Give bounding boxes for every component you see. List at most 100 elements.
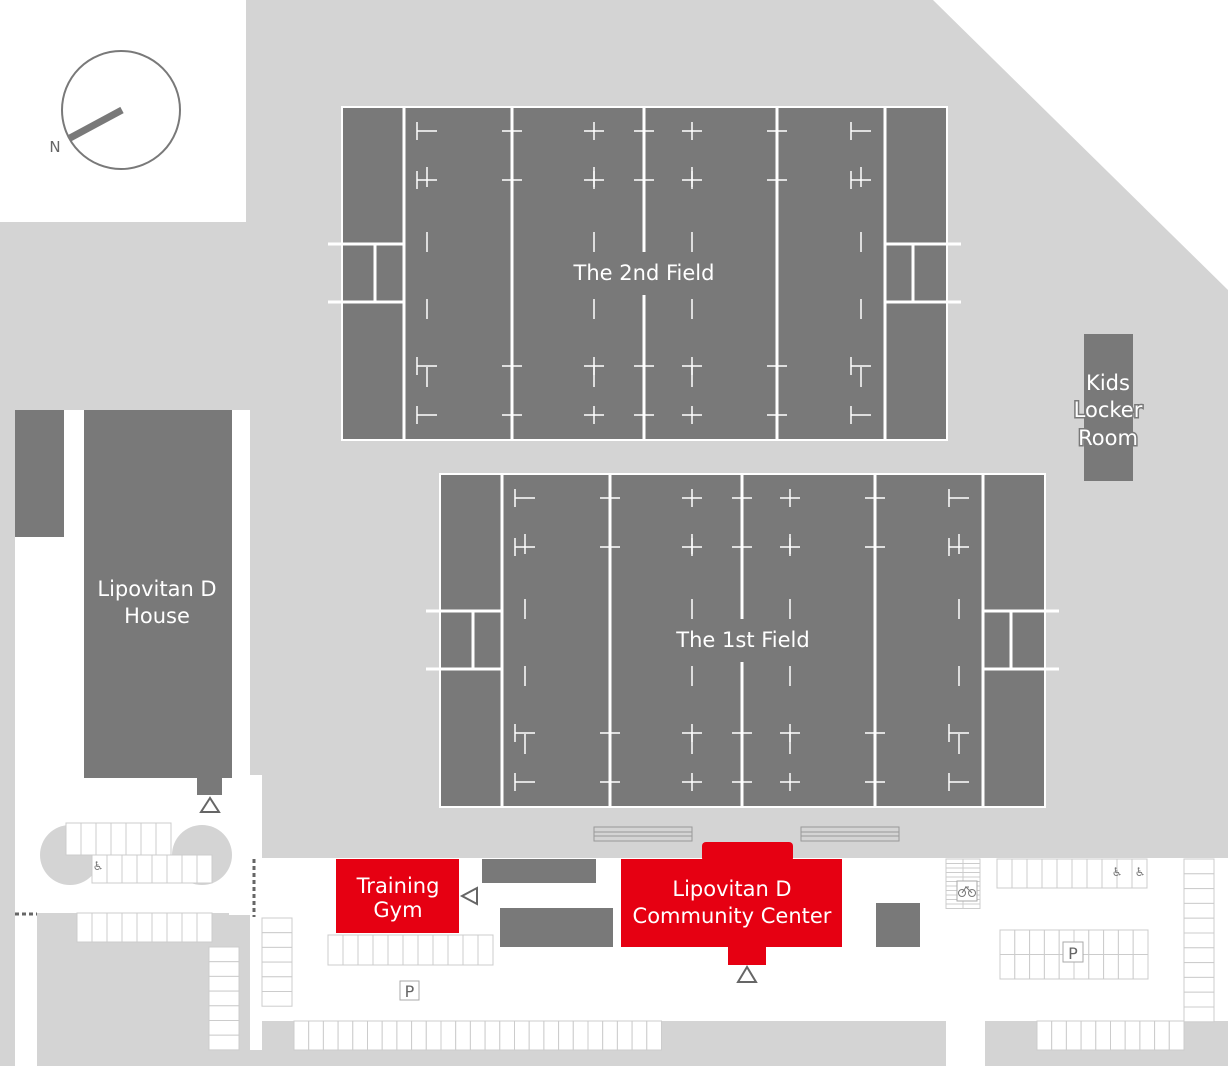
- parking-stall: [151, 912, 168, 943]
- parking-stall: [962, 872, 981, 878]
- house-label-1: Lipovitan D: [97, 577, 216, 601]
- building-annex: [15, 410, 64, 537]
- compass-needle: [68, 106, 124, 142]
- house-label-2: House: [124, 604, 190, 628]
- parking-stall: [1088, 954, 1105, 980]
- entrance-icon: [459, 886, 478, 906]
- field-1st[interactable]: [426, 473, 1059, 808]
- parking-stall: [1095, 1020, 1112, 1051]
- wheelchair-icon: ♿: [93, 859, 104, 873]
- parking-stall: [308, 1020, 324, 1051]
- parking-stall: [357, 934, 374, 966]
- parking-stall: [261, 961, 293, 978]
- parking-stall: [945, 903, 964, 909]
- community-center[interactable]: Lipovitan D Community Center: [621, 842, 842, 965]
- parking-stall: [402, 934, 419, 966]
- parking-stall: [616, 1020, 633, 1051]
- parking-stall: [106, 854, 123, 884]
- parking-sign: P: [399, 980, 420, 1001]
- training-gym-label-2: Gym: [373, 898, 422, 922]
- parking-stall: [166, 912, 183, 943]
- parking-stall: [1131, 858, 1148, 889]
- parking-stall: [261, 946, 293, 963]
- parking-stall: [962, 903, 981, 909]
- kids-locker-room[interactable]: Kids Locker Room: [1072, 334, 1144, 481]
- parking-stall: [999, 929, 1016, 955]
- parking-stall: [1080, 1020, 1097, 1051]
- parking-stall: [447, 934, 464, 966]
- parking-stall: [1056, 858, 1073, 889]
- parking-stall: [1088, 929, 1105, 955]
- parking-stall: [125, 822, 142, 856]
- parking-stall: [1132, 954, 1149, 980]
- parking-stall: [166, 854, 183, 884]
- parking-stall: [558, 1020, 574, 1051]
- parking-stall: [1183, 873, 1215, 890]
- parking-stall: [342, 934, 359, 966]
- parking-stall: [1065, 1020, 1082, 1051]
- parking-stall: [261, 917, 293, 934]
- parking-stall: [327, 934, 344, 966]
- parking-stall: [136, 854, 153, 884]
- parking-stall: [631, 1020, 648, 1051]
- parking-stall: [155, 822, 172, 856]
- parking-stall: [1124, 1020, 1141, 1051]
- lipovitan-d-house[interactable]: Lipovitan D House: [84, 410, 232, 795]
- field-2nd[interactable]: [328, 106, 961, 441]
- parking-stall: [1154, 1020, 1170, 1051]
- parking-stall: [417, 934, 434, 966]
- parking-stall: [1071, 858, 1088, 889]
- parking-stall: [484, 1020, 501, 1051]
- parking-sign: P: [1062, 941, 1084, 963]
- parking-stall: [1014, 929, 1031, 955]
- parking-stall: [425, 1020, 442, 1051]
- parking-stall: [110, 822, 127, 856]
- parking-stall: [1036, 1020, 1053, 1051]
- field-1st-label: The 1st Field: [675, 628, 809, 652]
- parking-stall: [1183, 1006, 1215, 1023]
- parking-stall: [1026, 858, 1043, 889]
- parking-stall: [455, 1020, 471, 1051]
- parking-stall: [996, 858, 1013, 889]
- parking-sign-label: P: [1068, 944, 1078, 963]
- parking-stall: [140, 822, 157, 856]
- stands: [593, 826, 900, 842]
- parking-stall: [999, 954, 1016, 980]
- parking-stall: [121, 912, 138, 943]
- parking-stall: [1043, 929, 1060, 955]
- parking-stall: [1103, 954, 1119, 980]
- building-small: [500, 908, 613, 947]
- parking-stall: [587, 1020, 604, 1051]
- parking-stall: [208, 961, 240, 977]
- parking-stall: [469, 1020, 486, 1051]
- parking-stall: [1041, 858, 1058, 889]
- parking-stall: [962, 858, 981, 864]
- parking-stall: [1168, 1020, 1185, 1051]
- parking-stall: [181, 912, 198, 943]
- parking-stall: [293, 1020, 310, 1051]
- parking-stall: [462, 934, 479, 966]
- kids-locker-room-label-3: Room: [1078, 426, 1138, 450]
- training-gym[interactable]: Training Gym: [336, 859, 459, 933]
- kids-locker-room-label-1: Kids: [1086, 371, 1130, 395]
- parking-stall: [1117, 954, 1134, 980]
- parking-stall: [121, 854, 138, 884]
- parking-stall: [1183, 888, 1215, 904]
- parking-stall: [1086, 858, 1103, 889]
- parking-stall: [1183, 947, 1215, 964]
- parking-stall: [372, 934, 389, 966]
- parking-stall: [91, 912, 108, 943]
- parking-stall: [572, 1020, 589, 1051]
- parking-stall: [432, 934, 449, 966]
- parking-stall: [208, 1020, 240, 1036]
- parking-stall: [387, 934, 404, 966]
- parking-stall: [1183, 858, 1215, 875]
- parking-stall: [945, 863, 964, 869]
- parking-sign-label: P: [405, 982, 415, 1001]
- parking-stall: [411, 1020, 427, 1051]
- wheelchair-icon: ♿: [1135, 865, 1146, 879]
- parking-stall: [208, 946, 240, 963]
- parking-stall: [945, 872, 964, 878]
- parking-stall: [1029, 929, 1045, 955]
- parking-stall: [367, 1020, 383, 1051]
